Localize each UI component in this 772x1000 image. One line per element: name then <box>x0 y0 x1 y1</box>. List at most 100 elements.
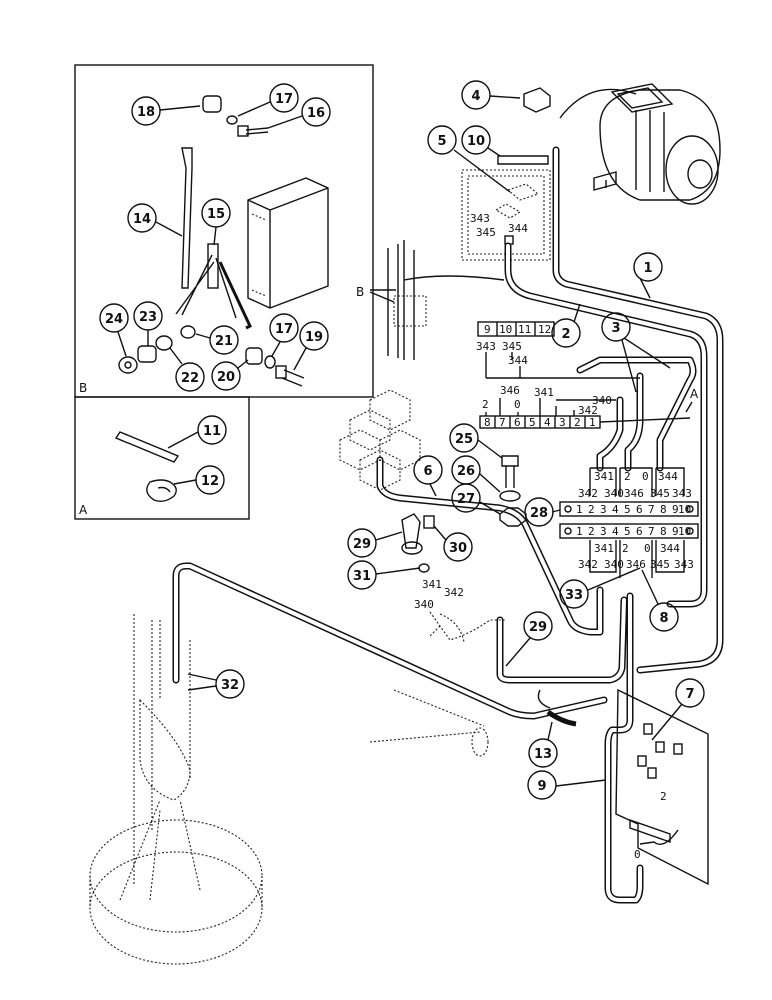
wheel-area <box>89 614 263 965</box>
callout-26: 26 <box>451 455 501 493</box>
svg-text:7: 7 <box>648 525 655 538</box>
callout-31: 31 <box>347 560 421 590</box>
svg-text:31: 31 <box>353 569 371 584</box>
svg-text:30: 30 <box>449 541 467 556</box>
callout-7: 7 <box>651 678 705 741</box>
svg-text:7: 7 <box>685 687 694 702</box>
bw-2: 2 <box>622 542 629 555</box>
svg-text:3: 3 <box>600 525 607 538</box>
sw-340: 340 <box>414 598 434 611</box>
code-9: 9 <box>484 323 491 336</box>
callout-30: 30 <box>433 525 473 562</box>
cable-tie <box>114 431 180 463</box>
svg-text:2: 2 <box>588 525 595 538</box>
svg-text:5: 5 <box>437 134 446 149</box>
svg-text:15: 15 <box>207 207 225 222</box>
callout-17b: 17 <box>269 313 299 357</box>
svg-text:8: 8 <box>660 525 667 538</box>
label-b: B <box>356 285 364 299</box>
svg-text:26: 26 <box>457 464 475 479</box>
row-3: 3 <box>559 416 566 429</box>
svg-text:24: 24 <box>105 312 123 327</box>
washer-17a <box>226 115 238 125</box>
svg-text:1: 1 <box>576 525 583 538</box>
callout-5: 5 <box>427 125 511 193</box>
svg-text:10: 10 <box>467 134 485 149</box>
callout-29b: 29 <box>505 611 553 667</box>
callouts: 1 2 3 4 5 6 7 <box>99 80 705 800</box>
bw-346: 346 <box>626 558 646 571</box>
terminal-strips: 341 2 0 344 342 340 346 345 343 1 2 3 4 … <box>559 467 699 578</box>
row-4: 4 <box>544 416 551 429</box>
svg-text:4: 4 <box>471 89 480 104</box>
wire-2: 2 <box>482 398 489 411</box>
code-12: 12 <box>538 323 551 336</box>
bush-20 <box>245 347 263 365</box>
callout-32: 32 <box>187 669 245 699</box>
callout-29a: 29 <box>347 528 403 558</box>
control-box <box>247 177 329 309</box>
callout-23: 23 <box>133 301 163 346</box>
inset-a-drawing <box>114 431 180 503</box>
svg-text:9: 9 <box>672 503 679 516</box>
inset-b-drawing <box>118 95 329 387</box>
washer-17b <box>264 355 276 369</box>
svg-text:9: 9 <box>537 779 546 794</box>
svg-text:6: 6 <box>636 525 643 538</box>
tw-342: 342 <box>578 487 598 500</box>
svg-text:25: 25 <box>455 432 473 447</box>
callout-8: 8 <box>641 569 679 632</box>
callout-22: 22 <box>169 347 205 392</box>
callout-27: 27 <box>451 483 501 515</box>
relay-assembly: 343 345 344 <box>461 155 551 261</box>
svg-text:6: 6 <box>636 503 643 516</box>
bracket-b <box>387 240 505 360</box>
callout-1: 1 <box>633 252 663 299</box>
fuse-cluster <box>339 389 421 491</box>
svg-text:8: 8 <box>659 611 668 626</box>
wire-346: 346 <box>500 384 520 397</box>
bw-344: 344 <box>660 542 680 555</box>
svg-text:10: 10 <box>678 525 691 538</box>
bush <box>202 95 222 113</box>
callout-25: 25 <box>449 423 503 459</box>
svg-text:33: 33 <box>565 588 583 603</box>
bolt-19 <box>281 369 305 387</box>
callout-17a: 17 <box>237 83 299 117</box>
callout-2: 2 <box>551 303 581 348</box>
code-10: 10 <box>499 323 512 336</box>
callout-9: 9 <box>527 770 607 800</box>
panel-wire-0: 0 <box>634 848 641 861</box>
callout-24: 24 <box>99 303 129 357</box>
bw-340: 340 <box>604 558 624 571</box>
terminal-numbers-bottom: 1 2 3 4 5 6 7 8 9 10 <box>576 525 691 538</box>
roller <box>369 689 489 757</box>
sw-342: 342 <box>444 586 464 599</box>
svg-text:3: 3 <box>611 321 620 336</box>
svg-text:2: 2 <box>588 503 595 516</box>
bw-341: 341 <box>594 542 614 555</box>
inset-b-label: B <box>79 381 87 395</box>
row-8: 8 <box>484 416 491 429</box>
bw-0: 0 <box>644 542 651 555</box>
bw-345: 345 <box>650 558 670 571</box>
svg-text:29: 29 <box>353 537 371 552</box>
svg-text:23: 23 <box>139 310 157 325</box>
wire-341: 341 <box>534 386 554 399</box>
svg-text:19: 19 <box>305 330 323 345</box>
strap-14 <box>181 147 193 289</box>
svg-text:29: 29 <box>529 620 547 635</box>
row-2: 2 <box>574 416 581 429</box>
svg-text:4: 4 <box>612 503 619 516</box>
svg-text:9: 9 <box>672 525 679 538</box>
svg-text:11: 11 <box>203 424 221 439</box>
callout-14: 14 <box>127 203 183 237</box>
svg-text:13: 13 <box>534 747 552 762</box>
callout-21: 21 <box>195 325 239 355</box>
wire-342: 342 <box>578 404 598 417</box>
svg-text:22: 22 <box>181 371 199 386</box>
svg-text:27: 27 <box>457 492 475 507</box>
svg-text:7: 7 <box>648 503 655 516</box>
inset-frame: B A <box>74 64 374 520</box>
svg-text:4: 4 <box>612 525 619 538</box>
